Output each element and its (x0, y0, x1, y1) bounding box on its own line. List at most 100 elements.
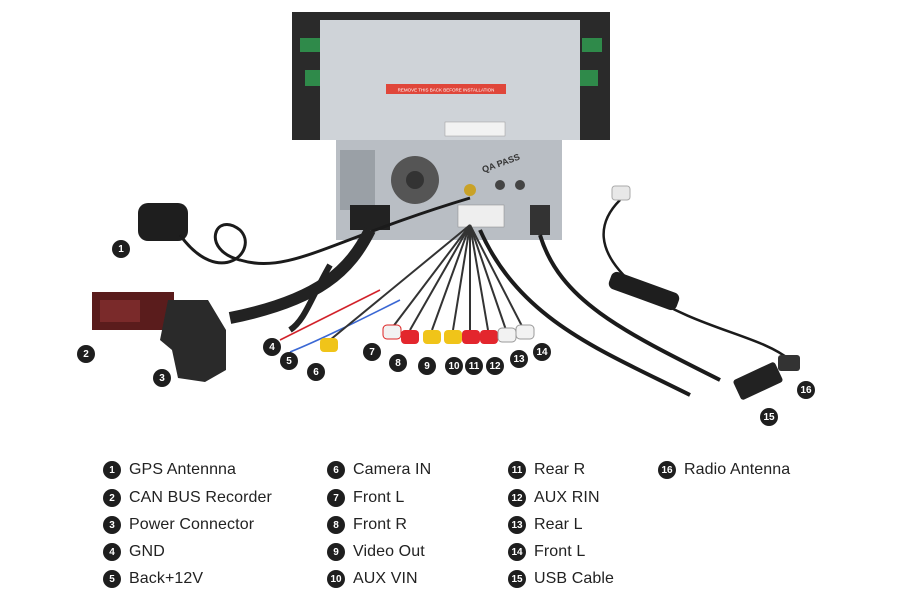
legend-num-4: 4 (103, 543, 121, 561)
legend-label-9: Video Out (353, 543, 425, 560)
callout-16: 16 (797, 381, 815, 399)
legend-label-4: GND (129, 543, 165, 560)
legend-label-7: Front L (353, 489, 405, 506)
main-harness (228, 227, 376, 333)
power-connector (160, 300, 226, 382)
callout-15: 15 (760, 408, 778, 426)
legend-label-13: Rear L (534, 516, 583, 533)
diagram-illustration: REMOVE THIS BACK BEFORE INSTALLATION QA … (92, 12, 800, 400)
unit-chassis-top (320, 20, 580, 140)
callout-4: 4 (263, 338, 281, 356)
callout-13: 13 (510, 350, 528, 368)
legend-item-12: 12 AUX RIN (508, 486, 600, 510)
gnd-wire (279, 289, 381, 341)
legend-num-11: 11 (508, 461, 526, 479)
back12v-wire (289, 299, 401, 353)
legend-num-13: 13 (508, 516, 526, 534)
legend-item-13: 13 Rear L (508, 513, 583, 537)
callout-7: 7 (363, 343, 381, 361)
legend-num-5: 5 (103, 570, 121, 588)
gps-antenna (138, 196, 471, 265)
legend-num-1: 1 (103, 461, 121, 479)
callout-14: 14 (533, 343, 551, 361)
legend: 1 GPS Antennna 2 CAN BUS Recorder 3 Powe… (0, 456, 900, 596)
radio-plug-top (611, 185, 631, 201)
rca-front-r (401, 330, 419, 344)
callout-9: 9 (418, 357, 436, 375)
legend-label-12: AUX RIN (534, 489, 600, 506)
legend-num-3: 3 (103, 516, 121, 534)
callout-12: 12 (486, 357, 504, 375)
usb-plug (733, 362, 783, 400)
legend-num-2: 2 (103, 489, 121, 507)
legend-item-9: 9 Video Out (327, 540, 425, 564)
legend-num-10: 10 (327, 570, 345, 588)
rca-rear-r (462, 330, 480, 344)
legend-item-4: 4 GND (103, 540, 165, 564)
callout-8: 8 (389, 354, 407, 372)
legend-item-5: 5 Back+12V (103, 567, 203, 591)
gps-puck (138, 203, 188, 241)
legend-label-3: Power Connector (129, 516, 255, 533)
callout-6: 6 (307, 363, 325, 381)
legend-item-16: 16 Radio Antenna (658, 458, 790, 482)
head-unit: REMOVE THIS BACK BEFORE INSTALLATION QA … (292, 12, 610, 240)
wiring-diagram: REMOVE THIS BACK BEFORE INSTALLATION QA … (77, 12, 815, 426)
barcode-label (444, 121, 506, 137)
legend-label-16: Radio Antenna (684, 461, 791, 478)
callout-11: 11 (465, 357, 483, 375)
rca-front-l (382, 324, 402, 340)
legend-num-15: 15 (508, 570, 526, 588)
callout-5: 5 (280, 352, 298, 370)
legend-label-8: Front R (353, 516, 408, 533)
rca-bundle (320, 224, 535, 352)
legend-item-7: 7 Front L (327, 486, 404, 510)
thin-wires (279, 289, 401, 353)
legend-item-8: 8 Front R (327, 513, 407, 537)
rca-rear-l (497, 327, 517, 343)
legend-label-15: USB Cable (534, 570, 615, 587)
rear-port-1 (495, 180, 505, 190)
usb-wire-2 (478, 229, 691, 397)
legend-label-5: Back+12V (129, 570, 204, 587)
usb-socket (530, 205, 550, 235)
rca-video-out (423, 330, 441, 344)
usb-cable (478, 229, 783, 400)
rca-aux-vin (444, 330, 462, 344)
legend-item-1: 1 GPS Antennna (103, 458, 236, 482)
legend-num-14: 14 (508, 543, 526, 561)
legend-num-12: 12 (508, 489, 526, 507)
warning-sticker-text: REMOVE THIS BACK BEFORE INSTALLATION (398, 88, 495, 93)
legend-label-2: CAN BUS Recorder (129, 489, 272, 506)
rca-harness-socket (457, 204, 505, 228)
gps-cable (178, 196, 471, 265)
legend-item-11: 11 Rear R (508, 458, 585, 482)
antenna-jack (464, 184, 476, 196)
legend-label-11: Rear R (534, 461, 586, 478)
legend-label-10: AUX VIN (353, 570, 418, 587)
harness-trunk (228, 227, 376, 324)
legend-label-1: GPS Antennna (129, 461, 237, 478)
legend-item-2: 2 CAN BUS Recorder (103, 486, 272, 510)
legend-item-3: 3 Power Connector (103, 513, 254, 537)
rca-camera-in (320, 338, 338, 352)
legend-label-14: Front L (534, 543, 586, 560)
legend-item-15: 15 USB Cable (508, 567, 614, 591)
fan-hub (406, 171, 424, 189)
legend-num-6: 6 (327, 461, 345, 479)
legend-num-8: 8 (327, 516, 345, 534)
callout-1: 1 (112, 240, 130, 258)
callout-2: 2 (77, 345, 95, 363)
bezel-clip-right (582, 38, 602, 52)
rear-port-2 (515, 180, 525, 190)
legend-num-16: 16 (658, 461, 676, 479)
callout-3: 3 (153, 369, 171, 387)
power-plug (160, 300, 226, 382)
canbus-label-area (100, 300, 140, 322)
rca-front-l-2 (515, 324, 535, 340)
legend-item-6: 6 Camera IN (327, 458, 431, 482)
callout-10: 10 (445, 357, 463, 375)
vent-grille (340, 150, 375, 210)
rca-aux-rin (480, 330, 498, 344)
radio-antenna (602, 185, 800, 371)
